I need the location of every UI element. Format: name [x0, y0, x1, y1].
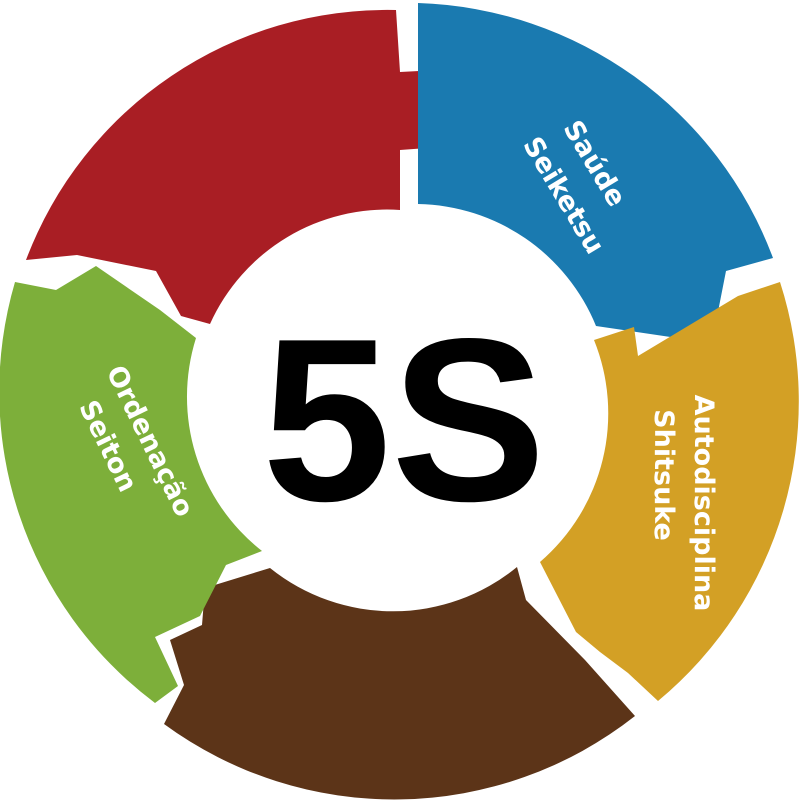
segment-yellow: [540, 282, 799, 701]
segment-yellow-label-line2: Shitsuke: [648, 409, 679, 541]
segment-yellow-label-line1: Autodisciplina: [688, 395, 719, 612]
segment-brown: [164, 567, 635, 800]
segment-green: [0, 266, 262, 703]
diagram-title: 5S: [262, 291, 546, 550]
segment-red: [26, 9, 441, 325]
segment-blue: [418, 3, 773, 339]
